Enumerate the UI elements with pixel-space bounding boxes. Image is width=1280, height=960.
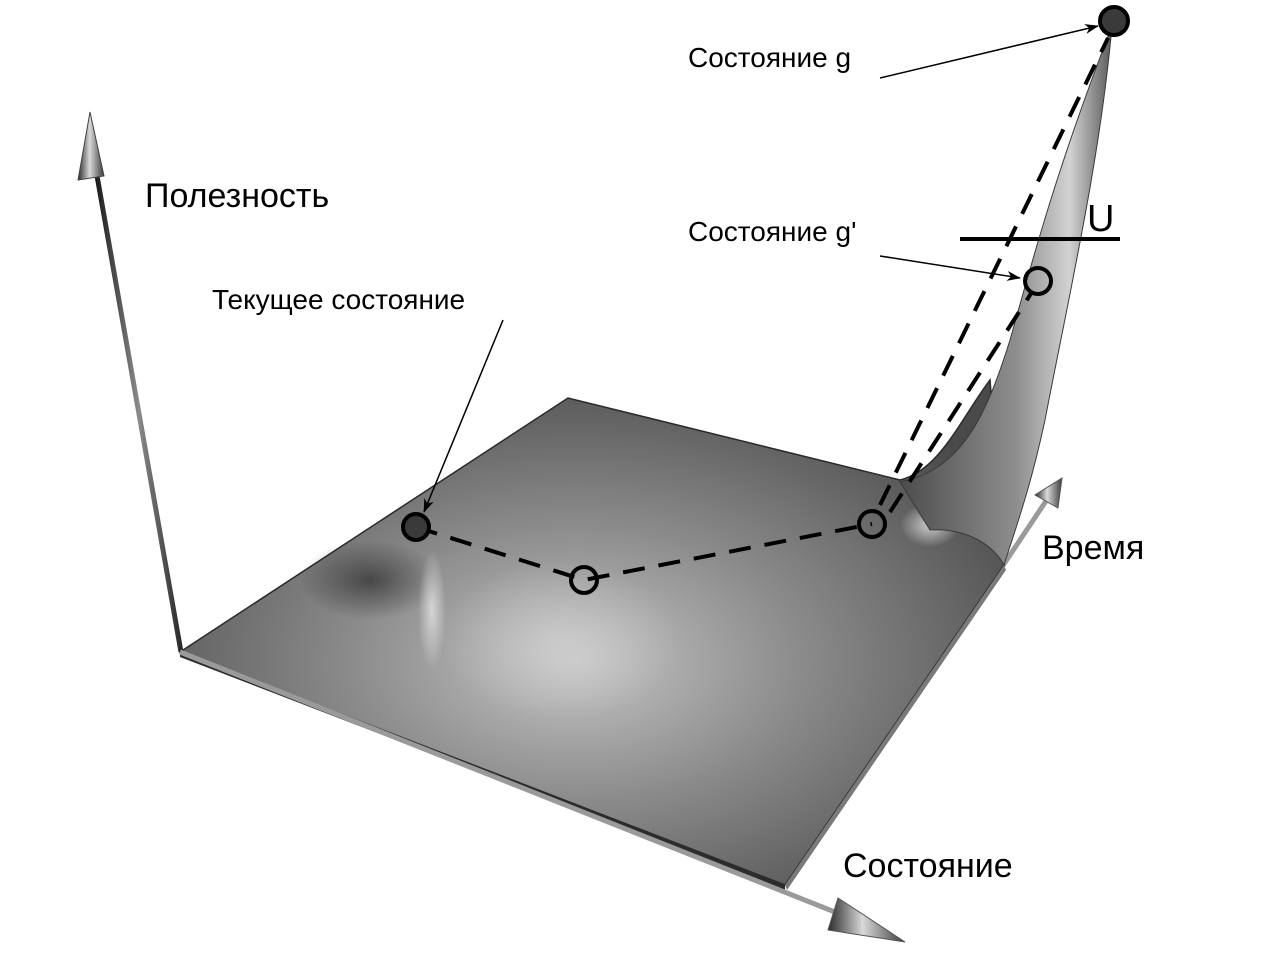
- trajectory-path: [415, 522, 873, 583]
- time-axis-label: Время: [1042, 529, 1144, 567]
- subgoal-state-label: Состояние g': [688, 216, 856, 247]
- surface-center-highlight: [440, 560, 680, 720]
- goal-state-marker: [1098, 5, 1130, 37]
- goal-state-pointer: [879, 24, 1099, 79]
- utility-axis-label: Полезность: [145, 177, 329, 215]
- current-state-label: Текущее состояние: [212, 284, 465, 315]
- subgoal-state-marker: [1023, 266, 1053, 296]
- subgoal-state-pointer: [879, 255, 1021, 281]
- utility-surface: [178, 25, 1113, 890]
- current-state-pointer: [423, 319, 504, 513]
- utility-axis: [77, 111, 184, 653]
- state-axis-label: Состояние: [843, 847, 1013, 885]
- threshold-label: U: [1087, 198, 1114, 240]
- surface-peak: [899, 25, 1113, 567]
- trajectory: [415, 37, 1110, 583]
- goal-state-label: Состояние g: [688, 42, 851, 73]
- surface-right-edge: [785, 565, 1006, 890]
- surface-hill-shadow: [300, 540, 440, 620]
- dashed-line-to-subgoal: [888, 290, 1034, 514]
- intermediate-state-marker: [569, 565, 599, 595]
- state-axis: [179, 649, 906, 943]
- dashed-line-to-goal: [878, 37, 1110, 506]
- surface-hill-highlight: [418, 550, 446, 670]
- current-state-marker: [401, 512, 431, 542]
- intermediate-state-marker: [857, 509, 887, 539]
